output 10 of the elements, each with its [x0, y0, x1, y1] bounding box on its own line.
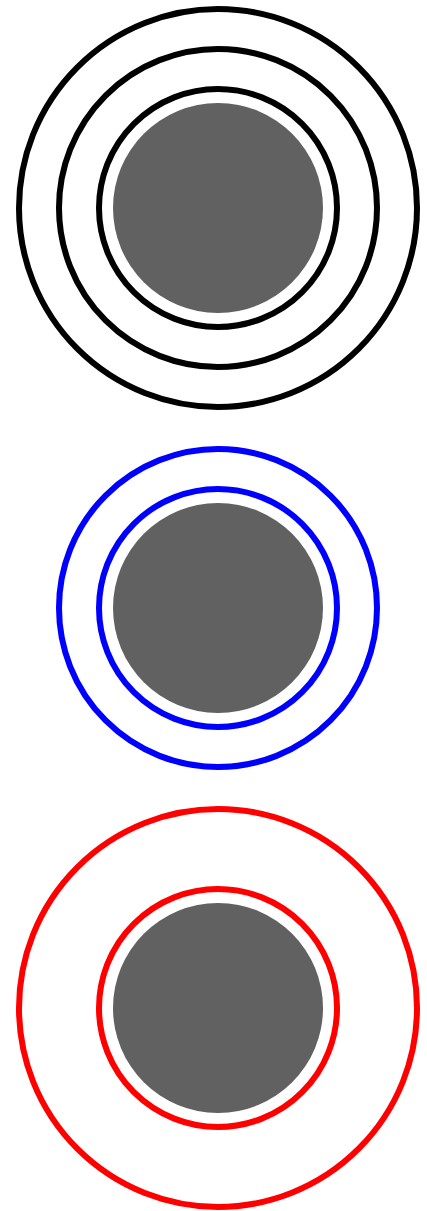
ring — [96, 886, 340, 1130]
ring — [56, 446, 380, 770]
filled-disc — [113, 903, 323, 1113]
ring — [56, 46, 380, 370]
ring — [96, 486, 340, 730]
filled-disc — [113, 103, 323, 313]
ring — [96, 86, 340, 330]
filled-disc — [113, 503, 323, 713]
ring — [16, 806, 420, 1210]
ring — [16, 6, 420, 410]
